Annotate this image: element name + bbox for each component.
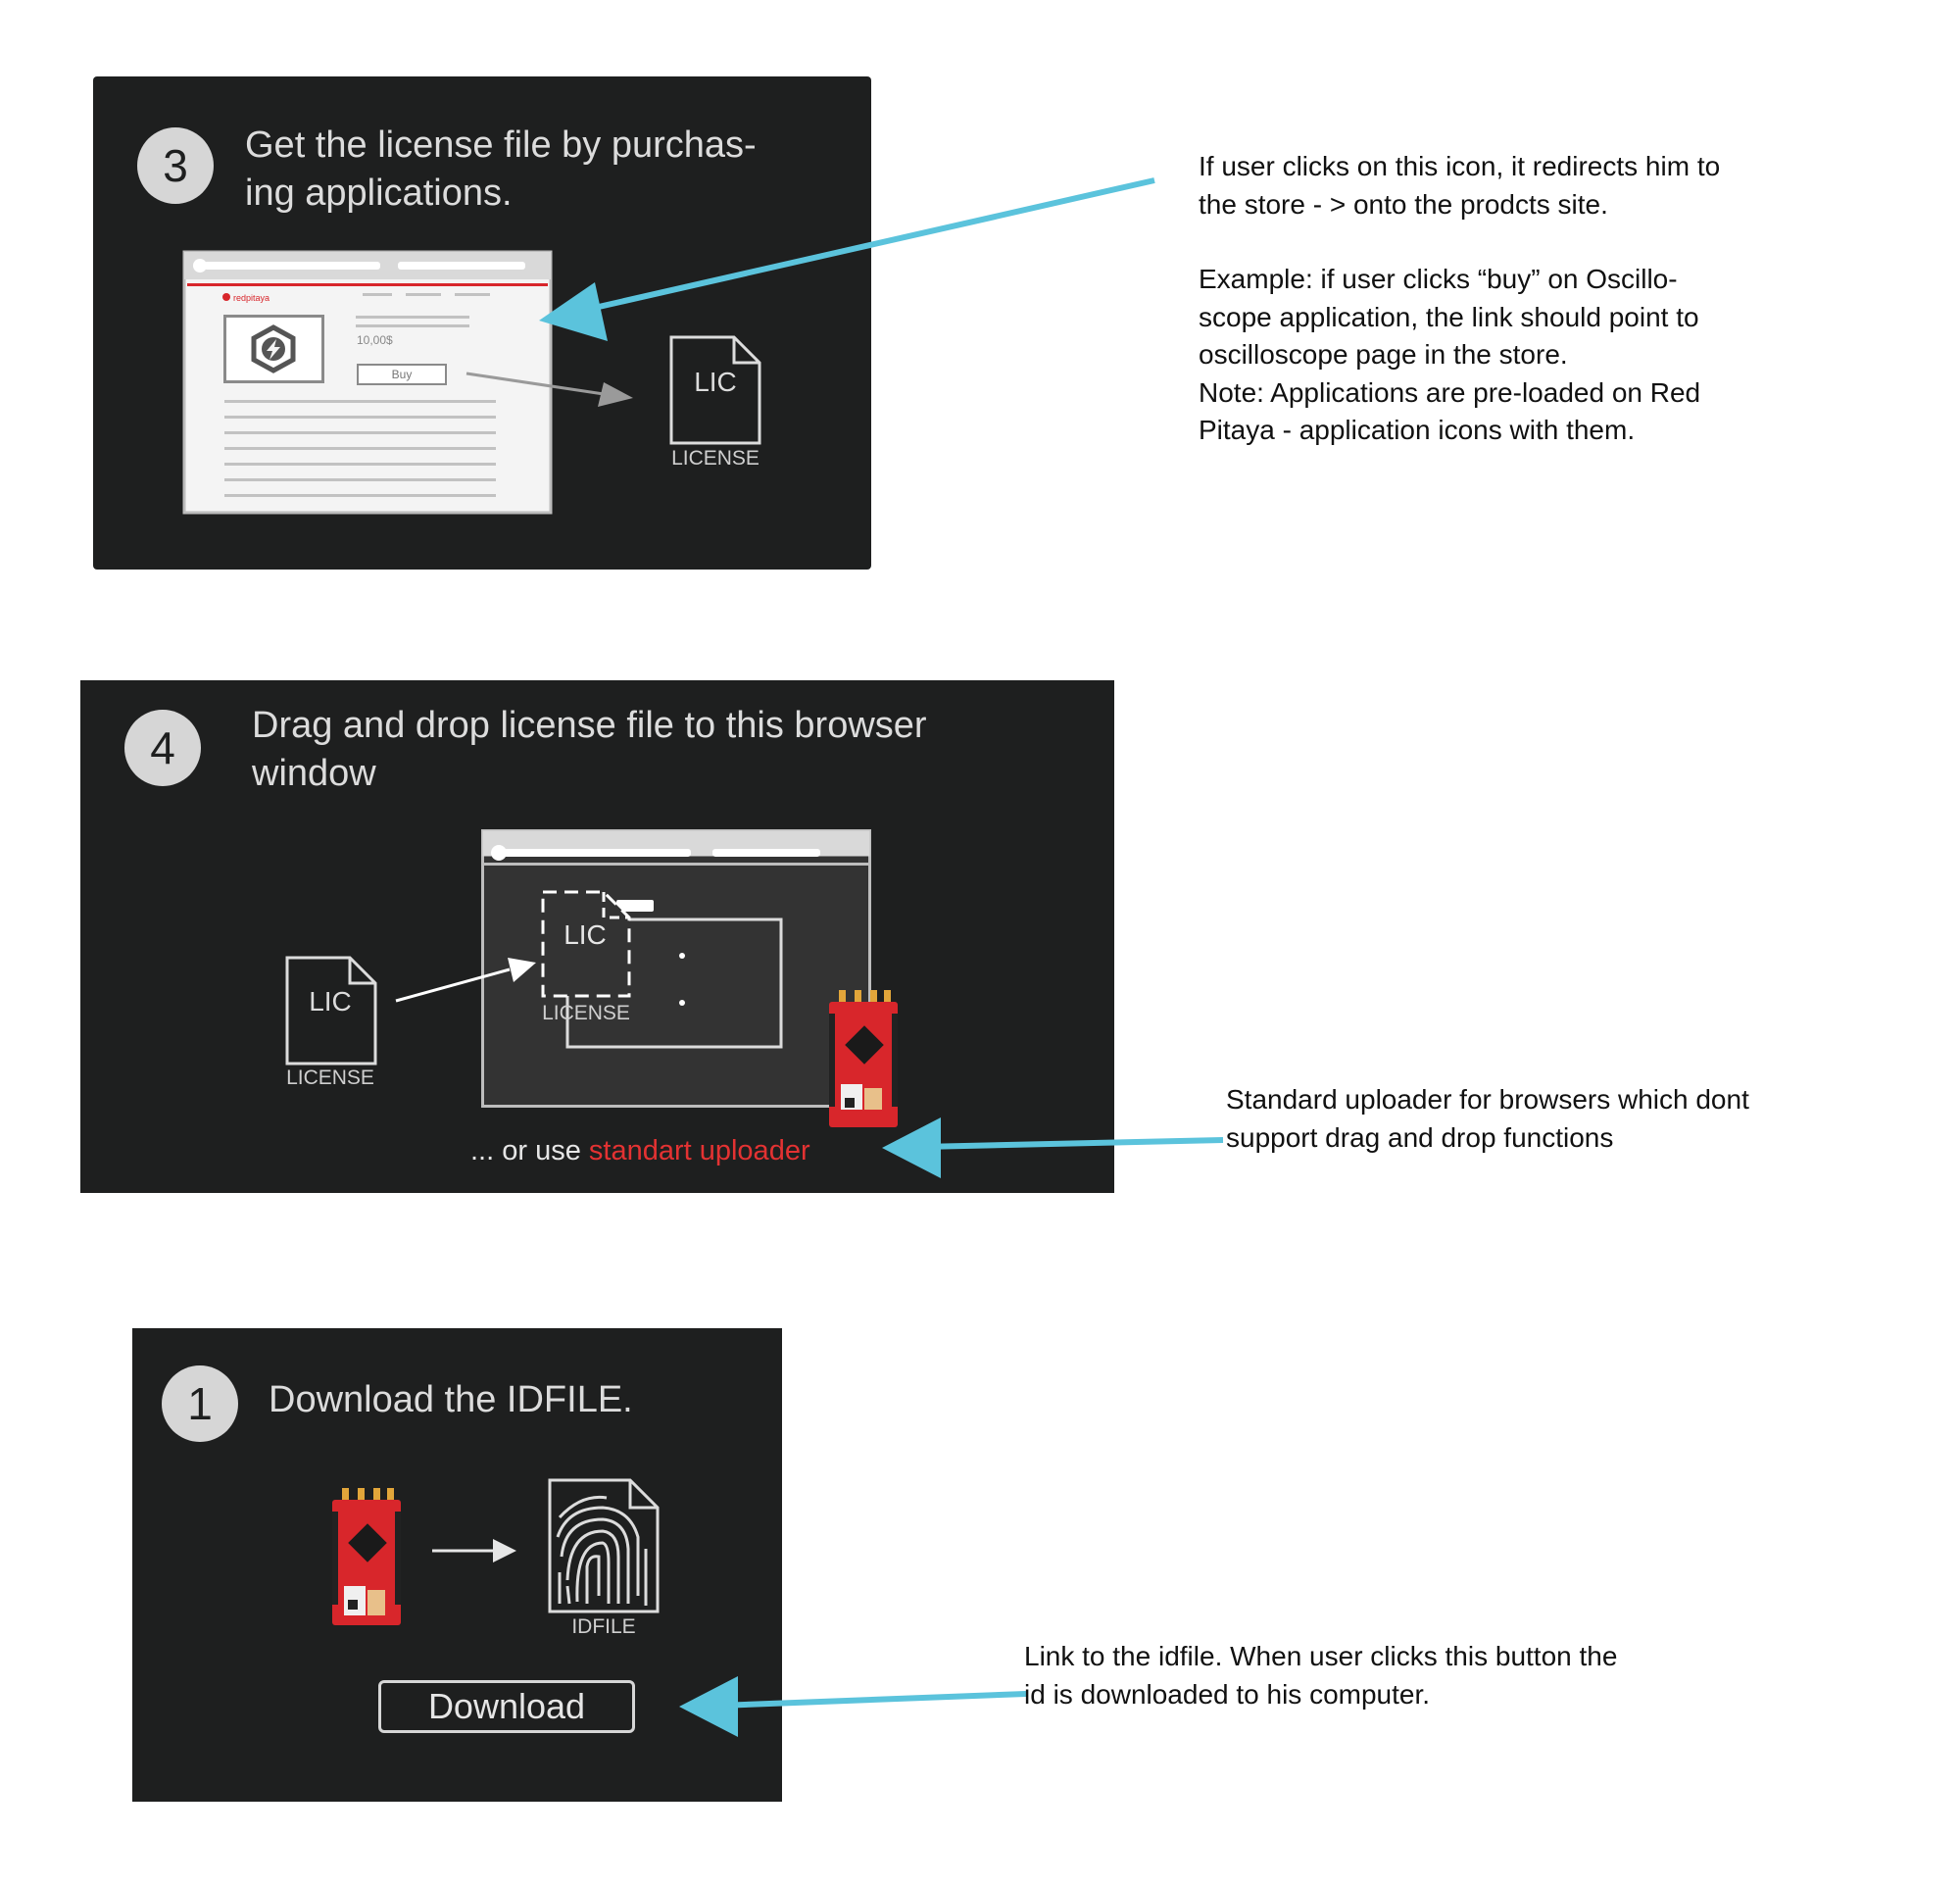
annotation-arrow-step1 <box>679 1676 1027 1737</box>
red-pitaya-board-icon <box>332 1488 401 1625</box>
step1-note: Link to the idfile. When user clicks thi… <box>1024 1641 1618 1710</box>
license-file-icon-text: LIC <box>694 367 737 397</box>
source-license-icon[interactable] <box>285 956 377 1066</box>
bolt-hex-icon[interactable] <box>223 315 324 383</box>
step4-note: Standard uploader for browsers which don… <box>1226 1084 1749 1153</box>
dragged-license-icon <box>541 890 631 998</box>
product-price: 10,00$ <box>357 333 393 347</box>
fingerprint-file-icon <box>548 1478 660 1613</box>
source-license-icon-text: LIC <box>309 986 352 1017</box>
dragged-license-icon-text: LIC <box>564 919 607 950</box>
step4-number: 4 <box>124 710 201 786</box>
buy-button[interactable]: Buy <box>357 364 447 385</box>
step3-title: Get the license file by purchas- ing app… <box>245 124 757 214</box>
board-to-idfile-arrow <box>432 1539 516 1563</box>
red-pitaya-board-icon <box>829 990 898 1127</box>
store-logo-text: redpitaya <box>233 293 270 303</box>
license-file-icon <box>669 335 761 445</box>
step3-note: If user clicks on this icon, it redirect… <box>1199 151 1721 220</box>
idfile-label: IDFILE <box>571 1615 636 1638</box>
store-logo: redpitaya <box>222 293 270 303</box>
license-file-label: LICENSE <box>671 447 760 470</box>
uploader-line: ... or use standart uploader <box>470 1135 810 1167</box>
uploader-prefix: ... or use <box>470 1135 589 1166</box>
product-desc-lines <box>356 316 469 327</box>
drag-arrow <box>395 958 536 1003</box>
download-button[interactable]: Download <box>378 1680 635 1733</box>
step3-number: 3 <box>137 127 214 204</box>
step1-number: 1 <box>162 1365 238 1442</box>
store-nav-lines <box>363 293 490 296</box>
step1-title: Download the IDFILE. <box>269 1379 633 1420</box>
annotation-arrow-step4 <box>882 1117 1224 1178</box>
annotation-arrow-step3 <box>539 177 1155 341</box>
buy-to-license-arrow <box>466 372 633 407</box>
store-text-lines <box>224 400 496 497</box>
standard-uploader-link[interactable]: standart uploader <box>588 1135 810 1166</box>
step4-title: Drag and drop license file to this brows… <box>252 705 927 794</box>
dragged-license-label: LICENSE <box>542 1002 630 1024</box>
step1-panel <box>132 1328 782 1802</box>
source-license-label: LICENSE <box>286 1067 374 1089</box>
step3-note-example: Example: if user clicks “buy” on Oscillo… <box>1199 264 1701 445</box>
